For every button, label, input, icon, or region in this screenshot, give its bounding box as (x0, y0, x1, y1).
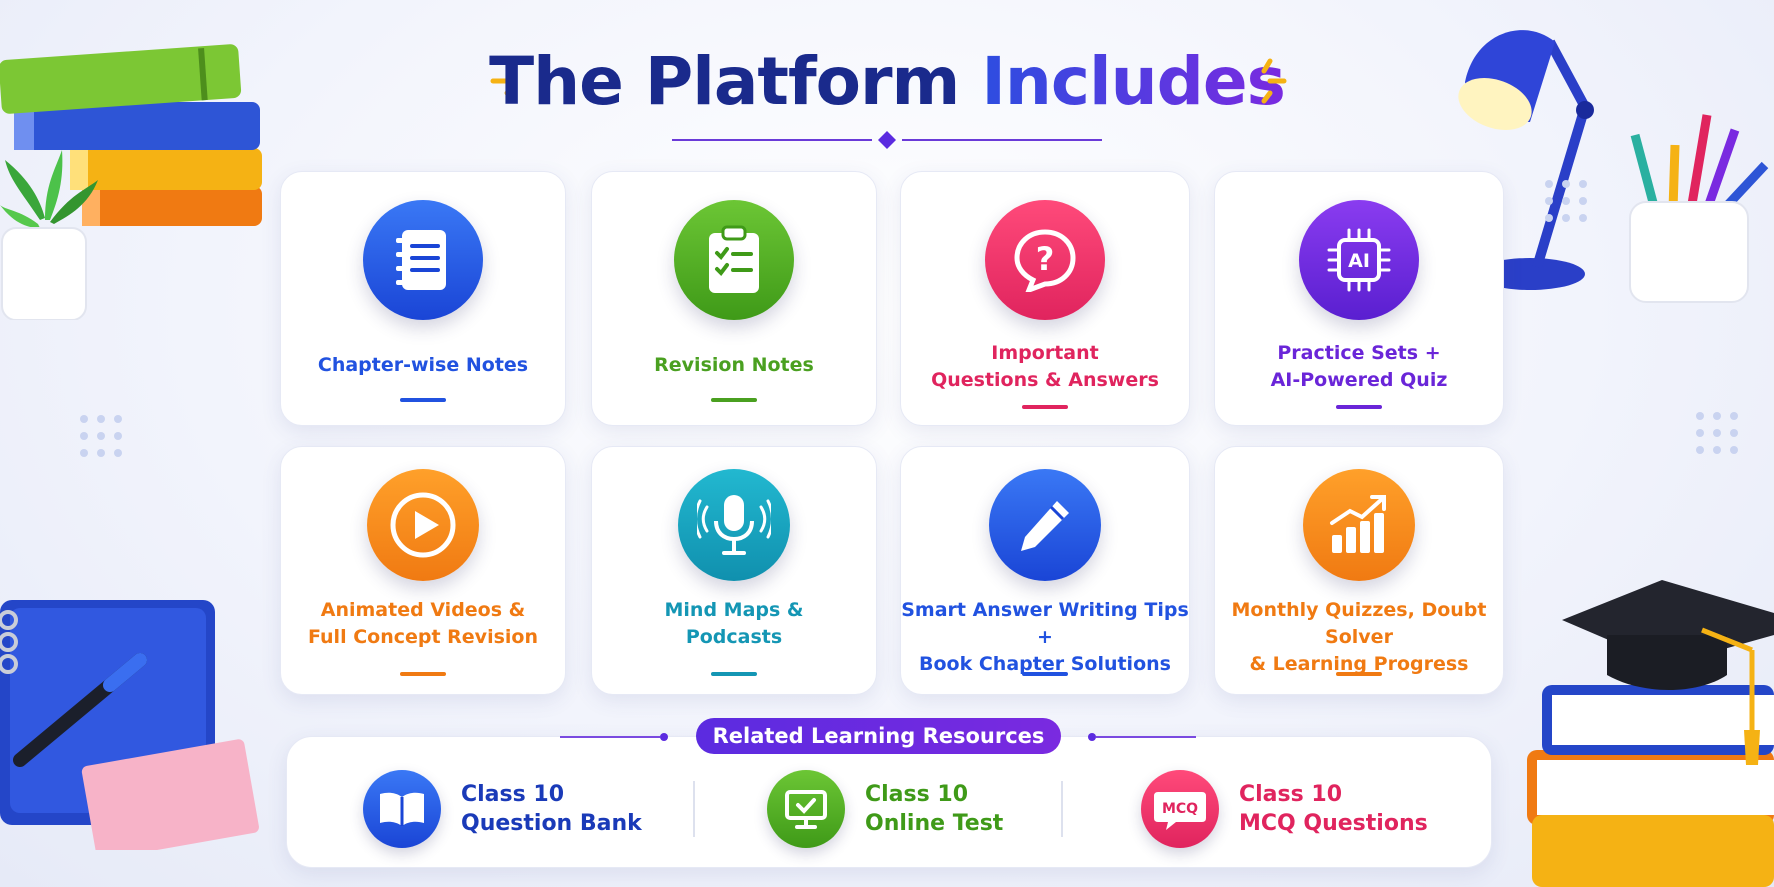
notebook-pen-illustration (0, 600, 259, 850)
ai-chip-text: AI (1348, 250, 1370, 272)
ai-chip-icon: AI (1299, 200, 1419, 320)
title-part-2: Includes (981, 43, 1286, 120)
monitor-check-icon (767, 770, 845, 848)
notebook-icon (363, 200, 483, 320)
dot-grid-decoration-right (1696, 412, 1738, 454)
pencil-icon (989, 469, 1101, 581)
title-part-1: The Platform (489, 43, 960, 120)
graduation-cap-books-illustration (1527, 580, 1774, 887)
card-accent-underline (711, 672, 757, 676)
feature-card-practice-sets[interactable]: AI Practice Sets +AI-Powered Quiz (1214, 171, 1504, 426)
resource-divider (693, 781, 695, 837)
resources-line-left (560, 733, 668, 741)
related-resources-heading: Related Learning Resources (696, 718, 1061, 754)
open-book-icon (363, 770, 441, 848)
book-stack-illustration (0, 44, 262, 226)
resources-line-right (1088, 733, 1196, 741)
sparkle-left-icon (490, 58, 516, 104)
card-accent-underline (1022, 405, 1068, 409)
mcq-icon-text: MCQ (1162, 801, 1198, 817)
card-accent-underline (400, 672, 446, 676)
sparkle-right-icon (1261, 58, 1287, 104)
card-accent-underline (1336, 672, 1382, 676)
mcq-bubble-icon: MCQ (1141, 770, 1219, 848)
feature-card-chapter-notes[interactable]: Chapter-wise Notes (280, 171, 566, 426)
clipboard-checklist-icon (674, 200, 794, 320)
card-accent-underline (711, 398, 757, 402)
feature-card-mind-maps[interactable]: Mind Maps &Podcasts (591, 446, 877, 695)
feature-card-label: Monthly Quizzes, Doubt Solver& Learning … (1231, 599, 1487, 675)
feature-card-label: Smart Answer Writing Tips +Book Chapter … (901, 599, 1189, 675)
dot-grid-decoration-right-top (1545, 180, 1587, 222)
feature-card-answer-writing[interactable]: Smart Answer Writing Tips +Book Chapter … (900, 446, 1190, 695)
feature-card-label: Practice Sets +AI-Powered Quiz (1270, 342, 1448, 391)
pencil-cup-illustration (1629, 114, 1769, 303)
page-title: The Platform Includes (0, 42, 1774, 122)
question-chat-icon: ? (985, 200, 1105, 320)
dot-grid-decoration (80, 415, 122, 457)
card-accent-underline (400, 398, 446, 402)
potted-plant-illustration (0, 150, 98, 320)
svg-text:?: ? (1036, 240, 1055, 278)
feature-card-label: Animated Videos &Full Concept Revision (308, 599, 538, 648)
title-divider-ornament (672, 131, 1102, 149)
feature-card-animated-videos[interactable]: Animated Videos &Full Concept Revision (280, 446, 566, 695)
growth-chart-icon (1303, 469, 1415, 581)
feature-card-label: Mind Maps &Podcasts (664, 599, 804, 648)
resource-divider (1061, 781, 1063, 837)
microphone-icon (678, 469, 790, 581)
card-accent-underline (1022, 672, 1068, 676)
feature-card-label: Chapter-wise Notes (317, 354, 529, 376)
feature-card-revision-notes[interactable]: Revision Notes (591, 171, 877, 426)
play-icon (367, 469, 479, 581)
feature-card-monthly-quizzes[interactable]: Monthly Quizzes, Doubt Solver& Learning … (1214, 446, 1504, 695)
card-accent-underline (1336, 405, 1382, 409)
feature-card-label: Revision Notes (654, 354, 814, 376)
